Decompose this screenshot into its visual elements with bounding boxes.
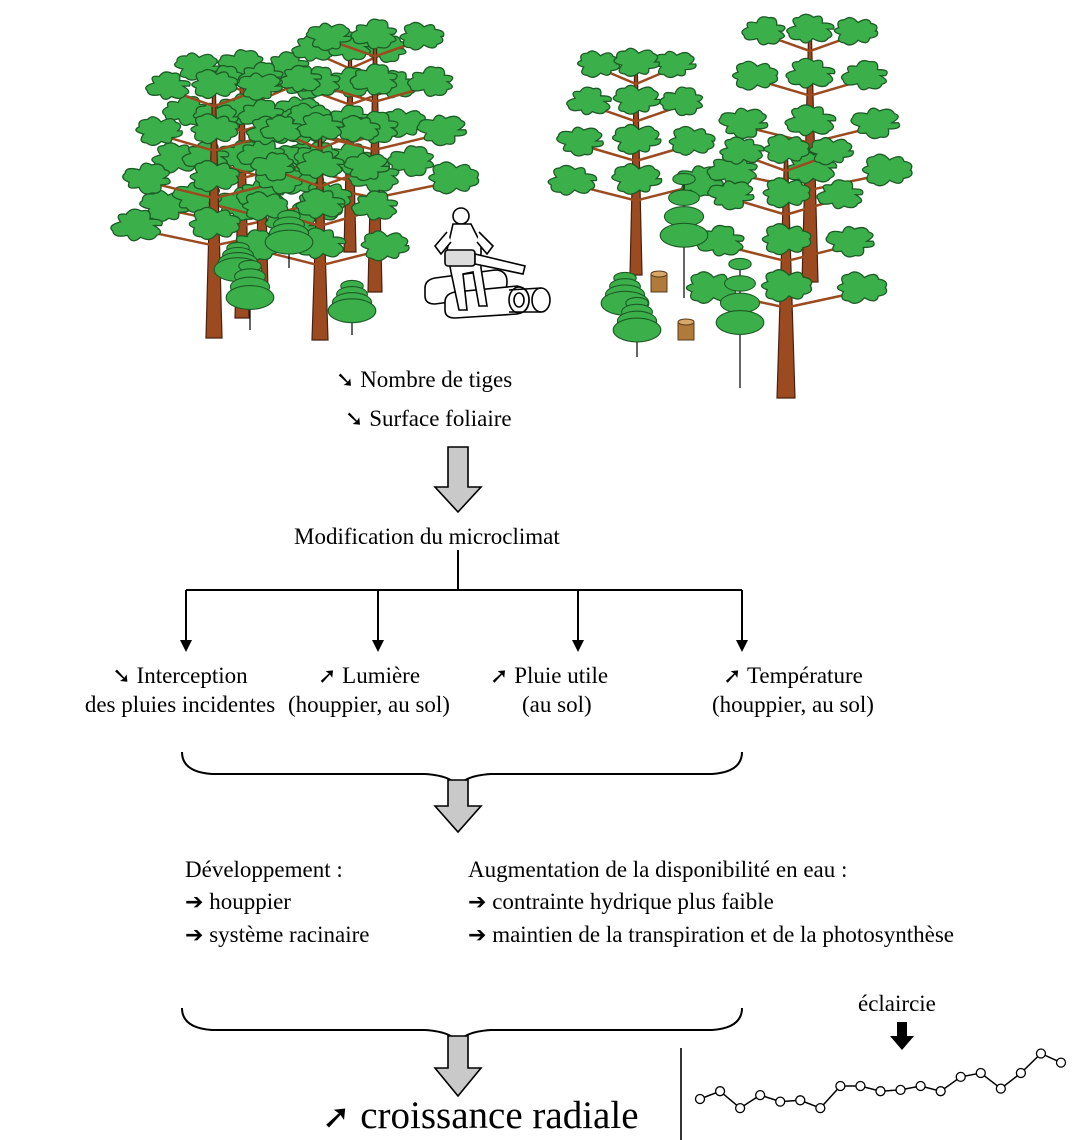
growth-point [835, 1080, 846, 1092]
growth-chart [694, 1048, 1067, 1114]
growth-point [1055, 1057, 1067, 1068]
effect-line2: des pluies incidentes [84, 692, 276, 717]
right-arrow-icon: ➔ [185, 923, 204, 948]
pine-tree [547, 47, 724, 276]
growth-point [755, 1089, 766, 1101]
microclimate-label: Modification du microclimat [294, 524, 560, 549]
right-arrow-icon: ➔ [468, 923, 487, 948]
effect-line1: Température [746, 663, 863, 688]
effect-interception: ➘ Interception des pluies incidentes [60, 662, 300, 719]
effect-useful-rain: ➚ Pluie utile (au sol) [490, 662, 608, 719]
thinning-arrow-icon [890, 1022, 914, 1050]
effect-line1: Pluie utile [514, 663, 609, 688]
growth-point [694, 1093, 706, 1105]
down-arrow-icon: ➘ [345, 407, 364, 432]
effect-light: ➚ Lumière (houppier, au sol) [259, 662, 479, 719]
growth-point [1035, 1048, 1047, 1059]
water-title: Augmentation de la disponibilité en eau … [468, 857, 848, 882]
young-tree [612, 296, 662, 357]
thinned-forest-icon [547, 13, 913, 399]
top-effect-stems: ➘ Nombre de tiges [336, 366, 512, 395]
growth-point [815, 1102, 826, 1114]
young-tree [264, 209, 314, 268]
water-block: Augmentation de la disponibilité en eau … [468, 856, 954, 950]
effect-line1: Lumière [342, 663, 421, 688]
development-item: houppier [209, 889, 291, 914]
growth-point [875, 1086, 886, 1097]
right-arrow-icon: ➔ [468, 890, 487, 915]
effect-line1: Interception [136, 663, 248, 688]
growth-point [795, 1095, 806, 1106]
flow-arrow-2 [433, 779, 483, 834]
up-arrow-icon: ➚ [723, 664, 742, 689]
growth-point [935, 1086, 946, 1097]
growth-point [915, 1080, 926, 1092]
top-effect-label: Nombre de tiges [360, 367, 513, 392]
young-tree [327, 279, 377, 335]
development-item: système racinaire [209, 922, 370, 947]
growth-point [1015, 1067, 1027, 1079]
growth-point [714, 1086, 726, 1097]
effect-temperature: ➚ Température (houppier, au sol) [683, 662, 903, 719]
development-block: Développement : ➔ houppier ➔ système rac… [185, 856, 369, 950]
pine-tree [230, 111, 410, 341]
up-arrow-icon: ➚ [322, 1097, 351, 1137]
growth-point [955, 1071, 966, 1083]
result-text: croissance radiale [360, 1094, 639, 1137]
growth-point [855, 1080, 866, 1092]
top-effect-leaf-area: ➘ Surface foliaire [345, 405, 512, 434]
development-title: Développement : [185, 857, 343, 882]
growth-point [975, 1067, 986, 1079]
young-tree [659, 172, 709, 298]
thinning-label: éclaircie [858, 991, 936, 1016]
growth-series-line [699, 1052, 1062, 1110]
right-arrow-icon: ➔ [185, 890, 204, 915]
up-arrow-icon: ➚ [317, 664, 337, 689]
growth-point [995, 1083, 1006, 1094]
growth-point [734, 1102, 746, 1114]
flow-arrow-1 [433, 446, 483, 514]
effect-line2: (houppier, au sol) [712, 692, 874, 717]
top-effect-label: Surface foliaire [369, 406, 512, 431]
down-arrow-icon: ➘ [336, 368, 355, 393]
pine-tree [685, 133, 888, 399]
lumberjack-chainsaw-icon [424, 207, 551, 319]
water-item: contrainte hydrique plus faible [492, 889, 774, 914]
growth-point [775, 1096, 786, 1107]
water-item: maintien de la transpiration et de la ph… [492, 922, 954, 947]
result-label: ➚ croissance radiale [322, 1094, 639, 1139]
effect-line2: (au sol) [522, 692, 592, 717]
flow-arrow-3 [433, 1035, 483, 1098]
young-tree [225, 259, 275, 330]
stump-icon [677, 318, 695, 341]
up-arrow-icon: ➚ [490, 664, 509, 689]
growth-point [895, 1084, 906, 1096]
effect-line2: (houppier, au sol) [288, 692, 450, 717]
stump-icon [650, 270, 668, 293]
down-arrow-icon: ➘ [112, 664, 131, 689]
young-tree [715, 257, 765, 388]
dense-forest-icon [110, 18, 480, 341]
